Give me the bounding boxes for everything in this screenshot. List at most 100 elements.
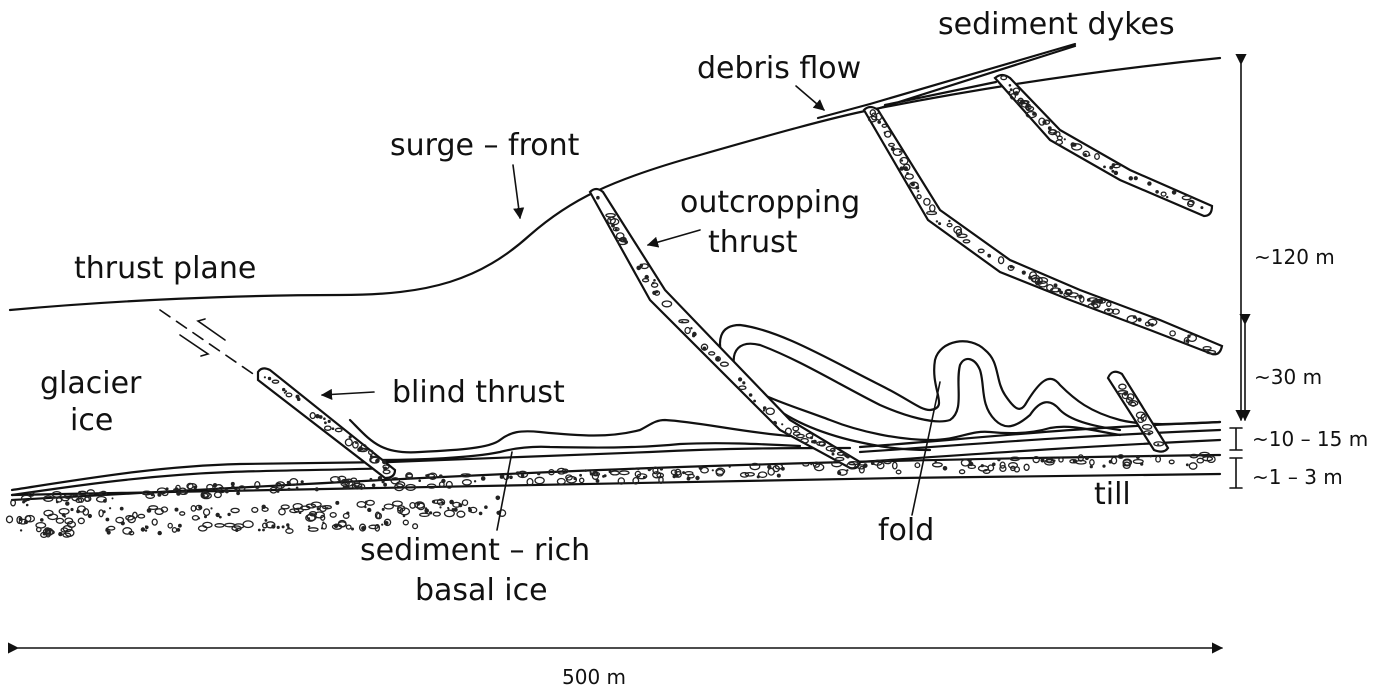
- debris-clast: [548, 469, 555, 476]
- debris-clast: [1206, 455, 1216, 464]
- debris-clast: [997, 256, 1005, 265]
- debris-clast: [1044, 458, 1055, 466]
- debris-clast: [10, 499, 17, 507]
- debris-clast: [495, 495, 501, 501]
- debris-clast: [357, 447, 368, 453]
- debris-clast: [899, 166, 904, 171]
- debris-clast: [264, 519, 268, 522]
- debris-clast: [1140, 462, 1144, 466]
- debris-clast: [355, 441, 358, 444]
- debris-clast: [1137, 317, 1142, 322]
- debris-clast: [738, 377, 743, 382]
- debris-clast: [748, 393, 753, 397]
- debris-clast: [684, 326, 691, 335]
- debris-clast: [111, 497, 114, 500]
- debris-clast: [58, 507, 70, 515]
- debris-clast: [383, 518, 392, 527]
- debris-clast: [369, 477, 373, 481]
- debris-clast: [1071, 143, 1083, 151]
- debris-clast: [962, 239, 971, 244]
- debris-clast: [429, 511, 433, 515]
- debris-clast: [426, 474, 430, 478]
- debris-clast: [1106, 308, 1111, 312]
- debris-clast: [438, 474, 443, 479]
- debris-clast: [25, 503, 29, 507]
- debris-clast: [148, 505, 159, 511]
- debris-clast: [1050, 287, 1062, 293]
- debris-clast: [1153, 441, 1165, 447]
- debris-clast: [282, 387, 286, 392]
- debris-clast: [1009, 456, 1021, 462]
- debris-clast: [872, 459, 883, 466]
- debris-clast: [969, 461, 974, 467]
- debris-clast: [367, 449, 374, 456]
- debris-clast: [695, 475, 700, 481]
- debris-clast: [154, 508, 164, 516]
- debris-clast: [1053, 283, 1058, 288]
- debris-clast: [556, 477, 566, 485]
- debris-clast: [340, 478, 350, 485]
- debris-clast: [287, 487, 291, 491]
- debris-clast: [165, 487, 169, 491]
- debris-clast: [652, 471, 662, 479]
- debris-clast: [589, 472, 594, 476]
- debris-clast: [409, 501, 416, 509]
- debris-clast: [931, 462, 943, 468]
- debris-clast: [1084, 455, 1089, 461]
- debris-clast: [753, 399, 756, 403]
- debris-clast: [1083, 153, 1087, 157]
- debris-clast: [24, 515, 32, 523]
- debris-clast: [333, 523, 339, 529]
- debris-clast: [383, 466, 388, 471]
- debris-clast: [369, 455, 380, 464]
- debris-clast: [236, 491, 241, 496]
- debris-clast: [1088, 154, 1091, 157]
- debris-clast: [596, 195, 600, 200]
- debris-clast: [903, 166, 908, 171]
- debris-clast: [238, 485, 246, 492]
- debris-clast: [1147, 432, 1151, 436]
- debris-clast: [145, 492, 156, 499]
- debris-clast: [1087, 297, 1098, 302]
- debris-clast: [179, 511, 186, 516]
- debris-clast: [781, 423, 784, 426]
- debris-clast: [914, 462, 921, 469]
- debris-clast: [653, 290, 661, 296]
- debris-clast: [674, 468, 682, 476]
- folded-layer-left-1: [348, 418, 792, 454]
- debris-clast: [883, 459, 892, 465]
- debris-clast: [125, 514, 135, 521]
- debris-clast: [846, 454, 850, 459]
- debris-clast: [383, 482, 387, 487]
- debris-clast: [690, 327, 693, 330]
- debris-clast: [323, 417, 326, 421]
- debris-clast: [955, 228, 963, 237]
- debris-clast: [929, 204, 936, 213]
- debris-clast: [624, 240, 628, 244]
- debris-clast: [1111, 308, 1120, 315]
- debris-clast: [829, 447, 836, 453]
- debris-clast: [405, 483, 417, 491]
- small-dyke-right: [1106, 370, 1170, 453]
- debris-clast: [63, 494, 73, 499]
- debris-clast: [946, 222, 953, 228]
- debris-clast: [846, 469, 849, 472]
- scale-bar-1-3m: [1229, 457, 1243, 489]
- debris-clast: [1185, 463, 1189, 467]
- debris-clast: [263, 376, 266, 379]
- debris-clast: [47, 513, 59, 521]
- debris-clast: [132, 511, 138, 519]
- debris-clast: [678, 319, 690, 324]
- debris-clast: [831, 460, 843, 468]
- scale-label-500m: 500 m: [562, 665, 626, 689]
- debris-clast: [999, 464, 1007, 473]
- debris-clast: [1021, 270, 1026, 275]
- debris-clast: [895, 469, 902, 475]
- debris-clast: [592, 471, 601, 477]
- debris-clast: [381, 480, 385, 484]
- debris-clast: [109, 507, 112, 510]
- recumbent-fold-outer: [718, 323, 1222, 426]
- debris-clast: [960, 458, 971, 467]
- debris-clast: [831, 452, 835, 456]
- debris-clast: [280, 504, 290, 510]
